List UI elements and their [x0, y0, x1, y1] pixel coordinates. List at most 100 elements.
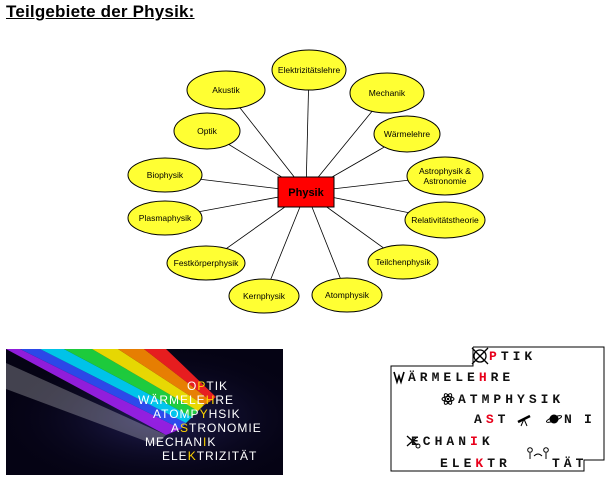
node-ellipse — [406, 156, 484, 196]
banner-text: ATOMP — [153, 407, 200, 421]
scissors-icon — [406, 435, 421, 449]
node-atomphysik: Atomphysik — [311, 277, 383, 313]
banner-line: OPTIK — [187, 379, 228, 393]
connector-icon — [527, 447, 549, 459]
atom-icon — [471, 347, 489, 365]
node-label: Wärmelehre — [384, 129, 431, 139]
puzzle-text: TR — [487, 456, 511, 471]
banner-text: TRONOMIE — [189, 421, 262, 435]
node-label: Atomphysik — [325, 290, 370, 300]
node-teilchenphysik: Teilchenphysik — [367, 244, 439, 280]
page-title: Teilgebiete der Physik: — [6, 2, 195, 21]
node-relativitaetstheorie: Relativitätstheorie — [404, 201, 486, 239]
node-ellipse — [349, 72, 425, 114]
banner-text: MECHAN — [145, 435, 204, 449]
node-ellipse — [127, 200, 203, 236]
node-elektrizitaetslehre: Elektrizitätslehre — [271, 49, 347, 91]
puzzle-highlight-letter: I — [470, 434, 482, 449]
node-label: Mechanik — [369, 88, 406, 98]
puzzle-line: PTIK — [489, 349, 536, 365]
puzzle-highlight-letter: P — [489, 349, 501, 364]
banner-line: ATOMPYHSIK — [153, 407, 241, 421]
banner-highlight-letter: P — [197, 379, 207, 393]
puzzle-text: AT — [458, 392, 482, 407]
node-label: Teilchenphysik — [375, 257, 431, 267]
node-label: Akustik — [212, 85, 240, 95]
node-biophysik: Biophysik — [127, 157, 203, 193]
puzzle-highlight-letter: S — [485, 412, 498, 427]
node-kernphysik: Kernphysik — [228, 278, 300, 314]
atom-icon — [441, 393, 455, 405]
node-label: Biophysik — [147, 170, 184, 180]
center-node: Physik — [277, 176, 335, 208]
banner-line: ELEKTRIZITÄT — [162, 449, 257, 463]
banner-line: ASTRONOMIE — [171, 421, 262, 435]
puzzle-text: ÄRMELE — [408, 370, 479, 385]
node-waermelehre: Wärmelehre — [373, 115, 441, 153]
node-ellipse — [166, 245, 246, 281]
node-ellipse — [127, 157, 203, 193]
center-box — [277, 176, 335, 208]
banner-highlight-letter: I — [203, 435, 208, 449]
puzzle-text: T — [497, 412, 510, 427]
banner-text: TRIZITÄT — [196, 449, 258, 463]
node-ellipse — [367, 244, 439, 280]
node-ellipse — [271, 49, 347, 91]
node-akustik: Akustik — [186, 70, 266, 110]
puzzle-line: ECHANIK — [411, 434, 494, 450]
banner-highlight-letter: K — [187, 449, 197, 463]
puzzle-text: A — [474, 412, 486, 427]
node-mechanik: Mechanik — [349, 72, 425, 114]
node-label: Astrophysik &Astronomie — [419, 166, 471, 186]
puzzle-tail-text: N — [564, 412, 576, 427]
center-label: Physik — [288, 187, 324, 199]
puzzle-text: MPHYSIK — [481, 392, 565, 407]
banner-text: K — [207, 435, 217, 449]
banner-text: WÄRMELE — [138, 393, 206, 407]
node-label: Festkörperphysik — [174, 258, 239, 268]
node-plasmaphysik: Plasmaphysik — [127, 200, 203, 236]
banner-text: A — [171, 421, 181, 435]
banner-text: ELE — [162, 449, 188, 463]
node-astrophysik: Astrophysik &Astronomie — [406, 156, 484, 196]
telescope-icon — [517, 414, 531, 427]
puzzle-text: ECHAN — [411, 434, 471, 449]
node-ellipse — [373, 115, 441, 153]
planet-icon — [545, 414, 563, 424]
puzzle-frame — [390, 346, 605, 472]
connector-line-kernphysik — [263, 191, 307, 297]
banner-highlight-letter: H — [205, 393, 216, 407]
node-label: Plasmaphysik — [139, 213, 192, 223]
banner-highlight-letter: Y — [199, 407, 209, 421]
puzzle-line: AST — [474, 412, 509, 428]
node-ellipse — [404, 201, 486, 239]
node-ellipse — [228, 278, 300, 314]
banner-text: RE — [215, 393, 235, 407]
puzzle-text: K — [481, 434, 494, 449]
node-label: Optik — [197, 126, 218, 136]
puzzle-tail-text: TÄT — [552, 456, 588, 471]
puzzle-tail-text: I — [584, 412, 596, 427]
banner-text: HSIK — [208, 407, 241, 421]
puzzle-text: TIK — [500, 349, 537, 364]
puzzle-highlight-letter: K — [475, 456, 488, 471]
banner-text: TIK — [206, 379, 229, 393]
puzzle-text: RE — [490, 370, 515, 385]
node-ellipse — [173, 112, 241, 150]
node-label: Elektrizitätslehre — [278, 65, 341, 75]
node-label: Kernphysik — [243, 291, 286, 301]
puzzle-line: ATMPHYSIK — [458, 392, 564, 408]
puzzle-text: ELE — [440, 456, 476, 471]
node-optik: Optik — [173, 112, 241, 150]
rainbow-rays — [6, 349, 283, 475]
w-scribble-icon — [393, 371, 405, 385]
banner-line: WÄRMELEHRE — [138, 393, 234, 407]
node-ellipse — [311, 277, 383, 313]
mind-map: ElektrizitätslehreMechanikWärmelehreAstr… — [127, 49, 486, 314]
puzzle-highlight-letter: H — [478, 370, 491, 385]
node-label: Relativitätstheorie — [411, 215, 479, 225]
banner-text: O — [187, 379, 198, 393]
node-ellipse — [186, 70, 266, 110]
